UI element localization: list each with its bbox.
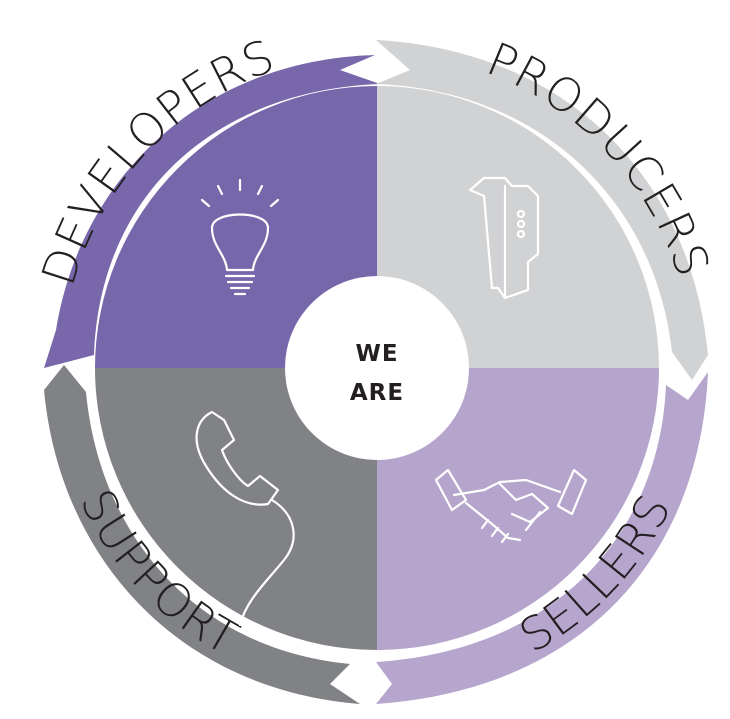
center-line-1: WE — [355, 341, 398, 367]
handshake-icon — [434, 468, 588, 544]
sellers-arrow — [376, 372, 708, 704]
telephone-icon — [195, 410, 295, 627]
support-arrow — [44, 365, 360, 704]
center-circle — [285, 276, 469, 460]
center-badge: WE ARE — [285, 276, 469, 460]
lightbulb-icon — [200, 178, 280, 296]
center-line-2: ARE — [350, 380, 404, 406]
din-rail-device-icon — [468, 176, 540, 300]
arrow-ring — [44, 40, 708, 704]
producers-arrow — [376, 40, 708, 380]
developers-arrow — [44, 55, 380, 368]
